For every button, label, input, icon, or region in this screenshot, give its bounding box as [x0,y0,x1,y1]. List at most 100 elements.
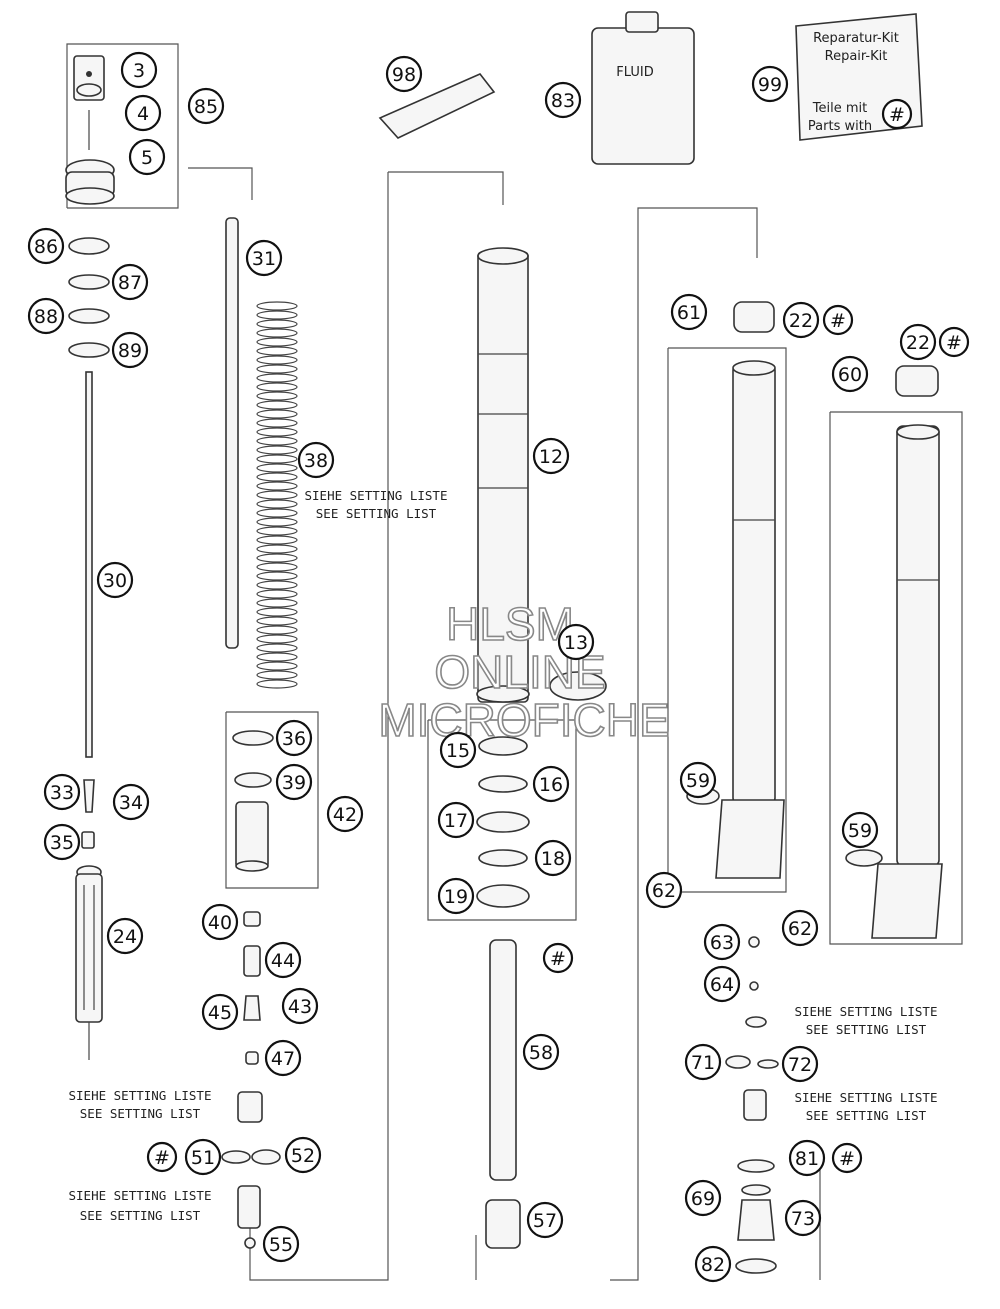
callout-circle [522,1033,560,1071]
lower-valve-parts [725,936,779,1274]
fork-leg-right [829,365,963,945]
spring-coil [256,544,298,554]
spring-coil [256,553,298,563]
spring-coil [256,526,298,536]
spring-coil [256,454,298,464]
setting-note-en-2: SEE SETTING LIST [80,1208,201,1223]
setting-note-en-4: SEE SETTING LIST [806,1108,927,1123]
spring-coil [256,625,298,635]
callout-circle [264,1039,302,1077]
callout-number: 60 [838,364,862,386]
callout-c4: 4 [124,94,162,132]
seal-stack [427,719,577,921]
callout-number: 44 [271,950,295,972]
callout-circle [43,773,81,811]
callout-circle [684,1179,722,1217]
spring-coil [256,535,298,545]
callout-circle [439,731,477,769]
callout-c61: 61 [670,293,708,331]
callout-number: 33 [50,782,74,804]
callout-c18: 18 [534,839,572,877]
callout-c58: 58 [522,1033,560,1071]
callout-h6: # [831,1142,863,1174]
spring-coil [256,589,298,599]
callout-circle [781,909,819,947]
callout-number: 34 [119,792,143,814]
callout-c42: 42 [326,795,364,833]
callout-c43: 43 [281,987,319,1025]
callout-circle [703,965,741,1003]
callout-c73: 73 [784,1199,822,1237]
spring-coil [256,364,298,374]
callout-number: 17 [444,810,468,832]
spring-coil [256,562,298,572]
outer-tube [476,247,607,703]
callout-number: 81 [795,1148,819,1170]
callout-c88: 88 [27,297,65,335]
setting-note-de-2: SIEHE SETTING LISTE [69,1188,212,1203]
callout-circle [881,98,913,130]
callout-number: 98 [392,64,416,86]
setting-note-de-spring: SIEHE SETTING LISTE [305,488,448,503]
callout-circle [297,441,335,479]
callout-number: 3 [133,60,145,82]
callout-circle [703,923,741,961]
setting-note-en-spring: SEE SETTING LIST [316,506,437,521]
callout-number: 31 [252,248,276,270]
setting-note-de-3: SIEHE SETTING LISTE [795,1004,938,1019]
callout-circle [281,987,319,1025]
spring-coil [256,607,298,617]
callout-c87: 87 [111,263,149,301]
spring-coil [256,346,298,356]
callout-number: 42 [333,804,357,826]
callout-number: # [946,332,962,354]
spring-coil [256,373,298,383]
callout-number: 40 [208,912,232,934]
callout-c40: 40 [201,903,239,941]
callout-c64: 64 [703,965,741,1003]
callout-number: # [830,310,846,332]
callout-number: # [154,1147,170,1169]
callout-number: # [550,948,566,970]
callout-c81: 81 [788,1139,826,1177]
callout-number: 19 [444,886,468,908]
callout-c60: 60 [831,355,869,393]
callout-c39: 39 [275,763,313,801]
callout-number: 55 [269,1234,293,1256]
callout-number: 71 [691,1052,715,1074]
callout-c62a: 62 [645,871,683,909]
parts-with-de: Teile mit [812,101,867,116]
callout-c30: 30 [96,561,134,599]
fluid-label: FLUID [616,65,653,80]
callout-circle [782,301,820,339]
callout-number: 39 [282,772,306,794]
callout-c16: 16 [532,765,570,803]
callout-number: 38 [304,450,328,472]
callout-h1: # [822,304,854,336]
callout-number: # [889,104,905,126]
callout-c17: 17 [437,801,475,839]
callout-number: 87 [118,272,142,294]
callout-circle [201,993,239,1031]
callout-number: 62 [652,880,676,902]
callout-c85: 85 [187,87,225,125]
callout-number: 83 [551,90,575,112]
callout-c34: 34 [112,783,150,821]
callout-circle [146,1141,178,1173]
callout-number: 58 [529,1042,553,1064]
callout-number: 43 [288,996,312,1018]
damper-rod [85,371,93,758]
callout-circle [184,1138,222,1176]
setting-notes: SIEHE SETTING LISTE SEE SETTING LIST SIE… [69,488,938,1223]
callout-circle [544,81,582,119]
callout-c62b: 62 [781,909,819,947]
callout-circle [112,783,150,821]
spring-coil [256,355,298,365]
spring-coil [256,508,298,518]
callout-c99: 99 [751,65,789,103]
callout-number: 5 [141,147,153,169]
callout-circle [542,942,574,974]
callout-number: 88 [34,306,58,328]
parts-with-en: Parts with [808,119,872,134]
